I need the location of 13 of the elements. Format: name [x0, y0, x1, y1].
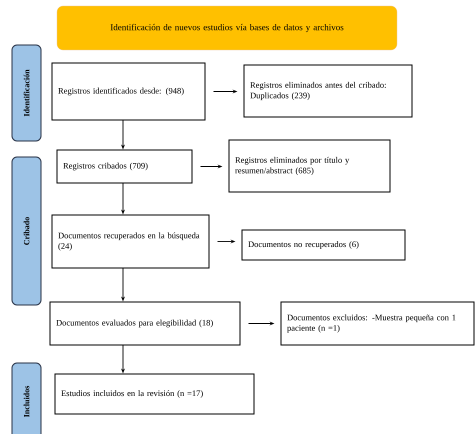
header-banner: Identificación de nuevos estudios vía bases de datos y archivos [56, 6, 398, 50]
process-box: Registros identificados desde: (948) [52, 62, 206, 120]
process-box: Estudios incluidos en la revisión (n =17) [54, 374, 254, 414]
process-box: Documentos excluidos: -Muestra pequeña con 1 paciente (n =1) [280, 302, 474, 346]
process-box: Registros eliminados antes del cribado: Duplicados (239) [244, 64, 412, 118]
stage-label: Incluidos [12, 362, 42, 434]
stage-label: Cribado [12, 156, 42, 306]
stage-label: Identificación [12, 44, 42, 142]
process-box: Documentos recuperados en la búsqueda (24) [52, 214, 210, 268]
process-box: Documentos no recuperados (6) [242, 230, 406, 260]
process-box: Registros eliminados por título y resumen/abstract (685) [228, 140, 390, 192]
process-box: Registros cribados (709) [56, 150, 192, 184]
process-box: Documentos evaluados para elegibilidad (18) [50, 302, 240, 346]
